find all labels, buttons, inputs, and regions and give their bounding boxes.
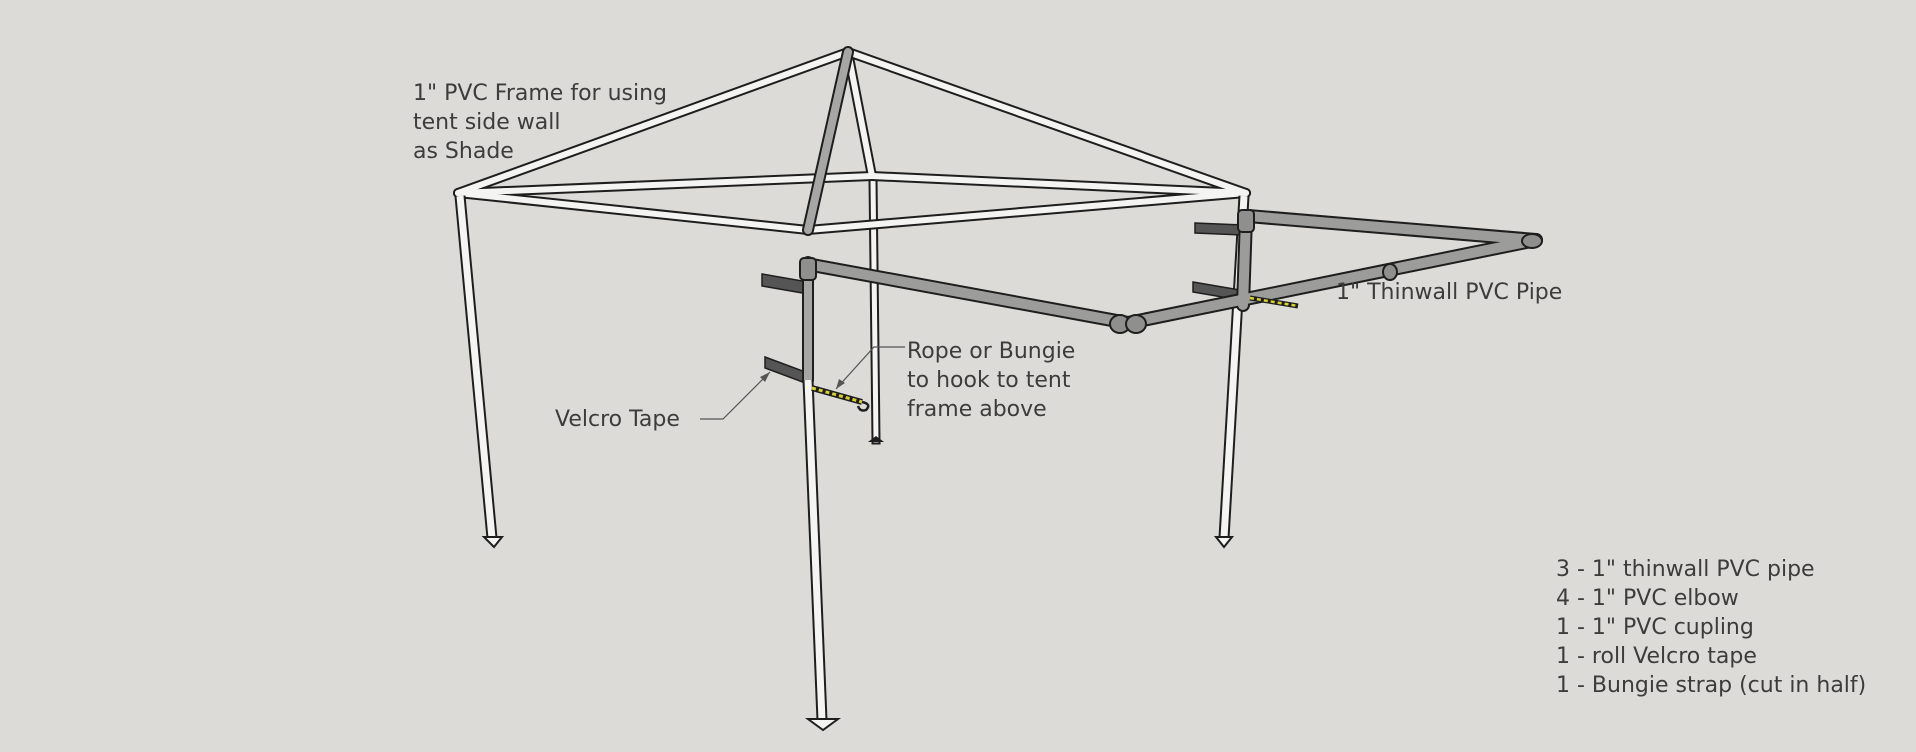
annotation-leaders (700, 346, 905, 420)
rope-bungie-label: Rope or Bungie to hook to tent frame abo… (907, 337, 1075, 424)
frame-title-line-1: 1" PVC Frame for using (413, 81, 667, 106)
thinwall-pipe-label: 1" Thinwall PVC Pipe (1336, 280, 1563, 305)
rope-bungie-line-2: to hook to tent (907, 368, 1071, 393)
parts-list-item: 1 - roll Velcro tape (1556, 644, 1757, 669)
frame-title-line-2: tent side wall (413, 110, 561, 135)
rope-bungie-line-1: Rope or Bungie (907, 339, 1076, 364)
rope-bungie-line-3: frame above (907, 397, 1047, 422)
parts-list: 3 - 1" thinwall PVC pipe 4 - 1" PVC elbo… (1556, 555, 1866, 700)
parts-list-item: 3 - 1" thinwall PVC pipe (1556, 557, 1815, 582)
bungie-straps (811, 295, 1299, 412)
frame-title-label: 1" PVC Frame for using tent side wall as… (413, 79, 667, 166)
pvc-fittings (799, 209, 1543, 334)
parts-list-item: 4 - 1" PVC elbow (1556, 586, 1739, 611)
parts-list-item: 1 - 1" PVC cupling (1556, 615, 1754, 640)
tent-roof-frame (453, 46, 1251, 236)
parts-list-item: 1 - Bungie strap (cut in half) (1556, 673, 1867, 698)
tent-leg-front (802, 379, 842, 732)
velcro-tape-label: Velcro Tape (555, 407, 680, 432)
frame-title-line-3: as Shade (413, 139, 514, 164)
